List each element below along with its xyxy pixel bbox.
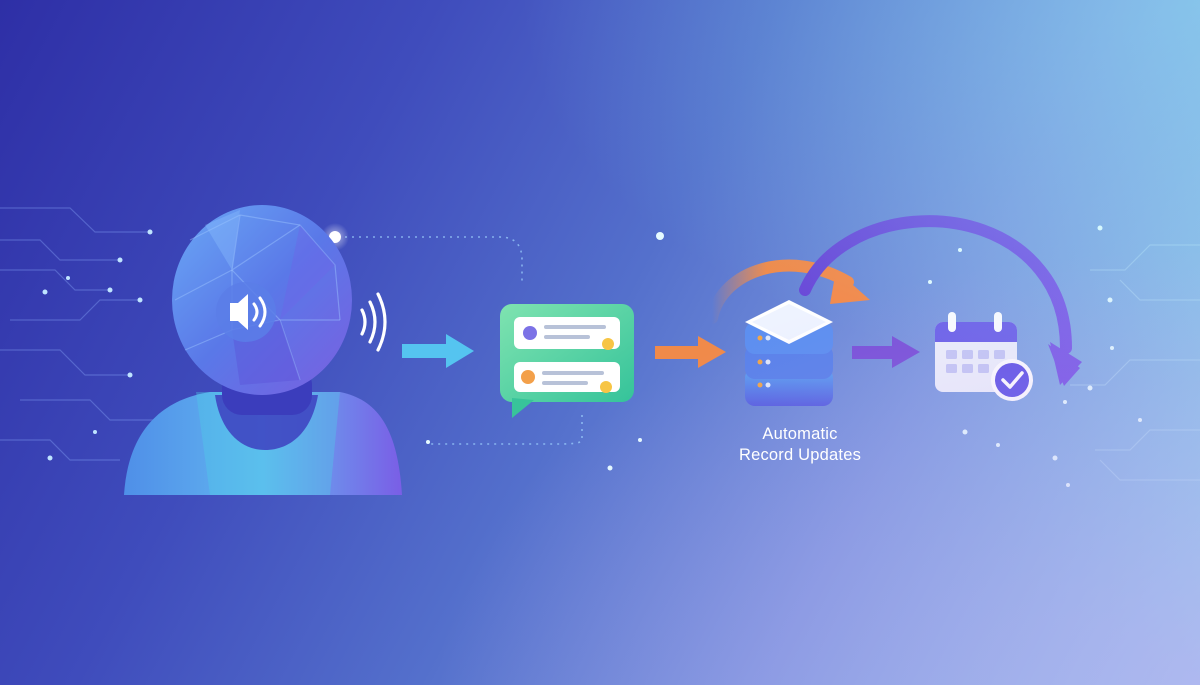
- arrow-to-database: [655, 336, 726, 368]
- calendar-check-icon: [935, 312, 1033, 401]
- dotted-connectors: [338, 236, 583, 445]
- sparkle-dots: [426, 225, 1142, 487]
- circuit-nodes-left: [42, 229, 163, 461]
- chat-bubble-icon: [500, 304, 634, 418]
- database-stack-icon: [745, 300, 833, 406]
- purple-arc-arrow: [799, 215, 1082, 386]
- circuit-traces-left: [0, 207, 160, 461]
- arrow-to-chat: [402, 334, 474, 368]
- caption-line-2: Record Updates: [738, 446, 862, 464]
- speaker-icon: [216, 282, 276, 342]
- circuit-traces-right: [1070, 244, 1200, 481]
- caption-line-1: Automatic: [762, 425, 838, 443]
- sound-waves-icon: [360, 292, 387, 352]
- ai-agent-head-icon: [124, 205, 402, 495]
- arrow-to-calendar: [852, 336, 920, 368]
- orange-arc-arrow: [706, 259, 870, 324]
